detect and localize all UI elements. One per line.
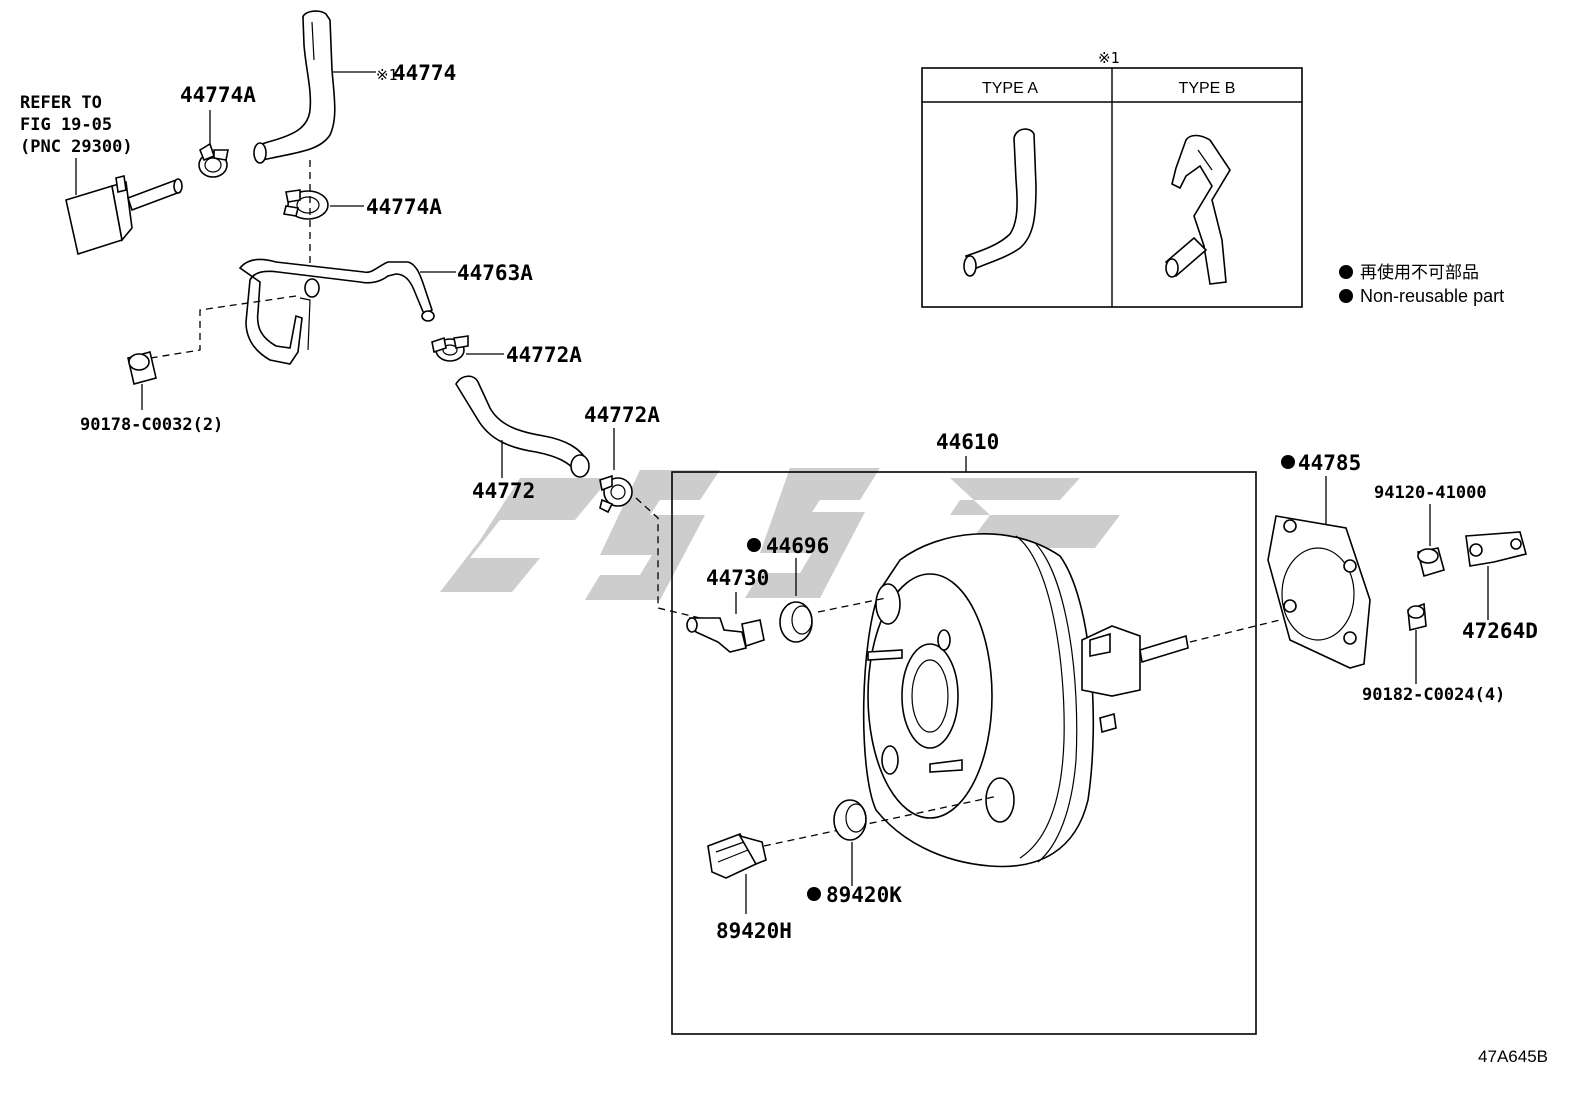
vacuum-hose-44772: [455, 375, 590, 478]
part-label-90178: 90178-C0032(2): [80, 415, 223, 435]
hose-type-b-shape: [1164, 134, 1231, 285]
legend-dot-icon-en: [1339, 289, 1353, 303]
non-reusable-dot-icon-44785: [1281, 455, 1295, 469]
booster-assembly-frame: [671, 471, 1257, 1035]
part-label-44763a: 44763A: [457, 261, 533, 285]
vacuum-sensor-89420h: [707, 833, 767, 879]
grommet-89420k: [833, 799, 867, 841]
grommet-90178: [127, 351, 157, 385]
non-reusable-dot-icon-44696: [747, 538, 761, 552]
part-label-89420k: 89420K: [826, 883, 902, 907]
check-valve-44730: [686, 617, 765, 653]
part-label-44774a-top: 44774A: [180, 83, 256, 107]
hose-clip-44774a-mid: [283, 189, 329, 220]
type-b-header: TYPE B: [1179, 80, 1236, 97]
part-label-47264d: 47264D: [1462, 619, 1538, 643]
legend-dot-icon-jp: [1339, 265, 1353, 279]
part-label-44785: 44785: [1298, 451, 1361, 475]
type-a-header: TYPE A: [982, 80, 1038, 97]
nut-90182: [1407, 602, 1427, 632]
vacuum-pipe-44763a: [238, 258, 435, 365]
hose-type-a-shape: [963, 128, 1037, 277]
part-label-44696: 44696: [766, 534, 829, 558]
part-label-44610: 44610: [936, 430, 999, 454]
part-label-94120: 94120-41000: [1374, 483, 1487, 503]
hose-clip-44772a-upper: [431, 335, 469, 362]
non-reusable-dot-icon-89420k: [807, 887, 821, 901]
types-table-marker: ※1: [1098, 49, 1120, 67]
grommet-44696: [779, 601, 813, 643]
hose-clip-44772a-lower: [599, 474, 633, 514]
legend-jp: 再使用不可部品: [1360, 262, 1479, 282]
vacuum-hose-44774: [253, 10, 336, 164]
part-label-44730: 44730: [706, 566, 769, 590]
hose-clip-44774a-top: [198, 142, 229, 178]
marker-44774: ※1: [376, 66, 398, 84]
figure-code: 47A645B: [1478, 1047, 1548, 1066]
part-label-44774a-mid: 44774A: [366, 195, 442, 219]
nut-94120: [1417, 547, 1445, 578]
gasket-44785: [1267, 515, 1371, 669]
refer-note-line1: REFER TO: [20, 93, 102, 113]
legend-en: Non-reusable part: [1360, 286, 1504, 306]
clevis-47264d: [1465, 531, 1527, 567]
part-label-89420h: 89420H: [716, 919, 792, 943]
refer-note-line3: (PNC 29300): [20, 137, 133, 157]
brake-booster-44610: [862, 533, 1189, 868]
intake-pipe-29300: [65, 175, 183, 256]
part-label-90182: 90182-C0024(4): [1362, 685, 1505, 705]
part-label-44774: 44774: [393, 61, 456, 85]
part-label-44772a-lower: 44772A: [584, 403, 660, 427]
refer-note-line2: FIG 19-05: [20, 115, 112, 135]
part-label-44772: 44772: [472, 479, 535, 503]
part-label-44772a-upper: 44772A: [506, 343, 582, 367]
